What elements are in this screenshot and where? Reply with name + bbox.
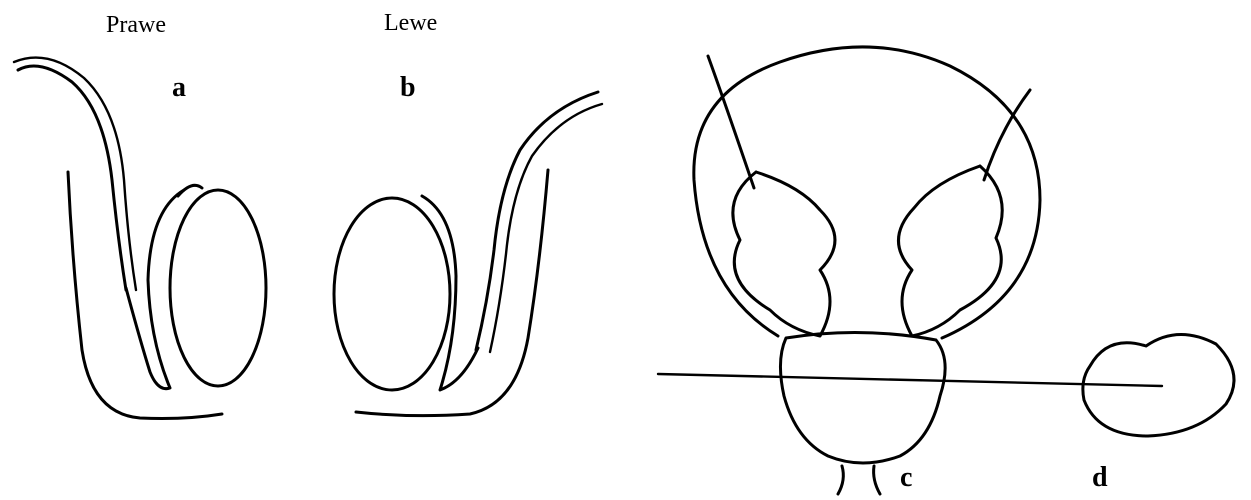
panel-b-spermatic-cord-inner bbox=[490, 104, 602, 352]
panel-letter-c: c bbox=[900, 462, 912, 494]
panel-b-scrotal-outline bbox=[356, 170, 548, 416]
panel-c-vas-deferens-right bbox=[984, 90, 1030, 180]
left-side-label: Lewe bbox=[384, 10, 437, 37]
panel-a-scrotal-outline bbox=[68, 172, 222, 419]
panel-a-testis bbox=[170, 190, 266, 386]
panel-a-spermatic-cord-inner bbox=[14, 58, 136, 290]
panel-c-bladder-outline bbox=[694, 47, 1040, 338]
panel-letter-a: a bbox=[172, 72, 186, 104]
panel-b-left-testis-drawing bbox=[334, 92, 602, 416]
panel-c-urethra bbox=[838, 466, 880, 494]
right-side-label: Prawe bbox=[106, 12, 166, 39]
panel-b-testis bbox=[334, 198, 450, 390]
panel-b-spermatic-cord bbox=[476, 92, 598, 350]
panel-c-bladder-drawing bbox=[658, 47, 1162, 494]
panel-letter-b: b bbox=[400, 72, 416, 104]
panel-c-prostate bbox=[780, 332, 945, 463]
panel-a-right-testis-drawing bbox=[14, 58, 266, 419]
panel-letter-d: d bbox=[1092, 462, 1108, 494]
